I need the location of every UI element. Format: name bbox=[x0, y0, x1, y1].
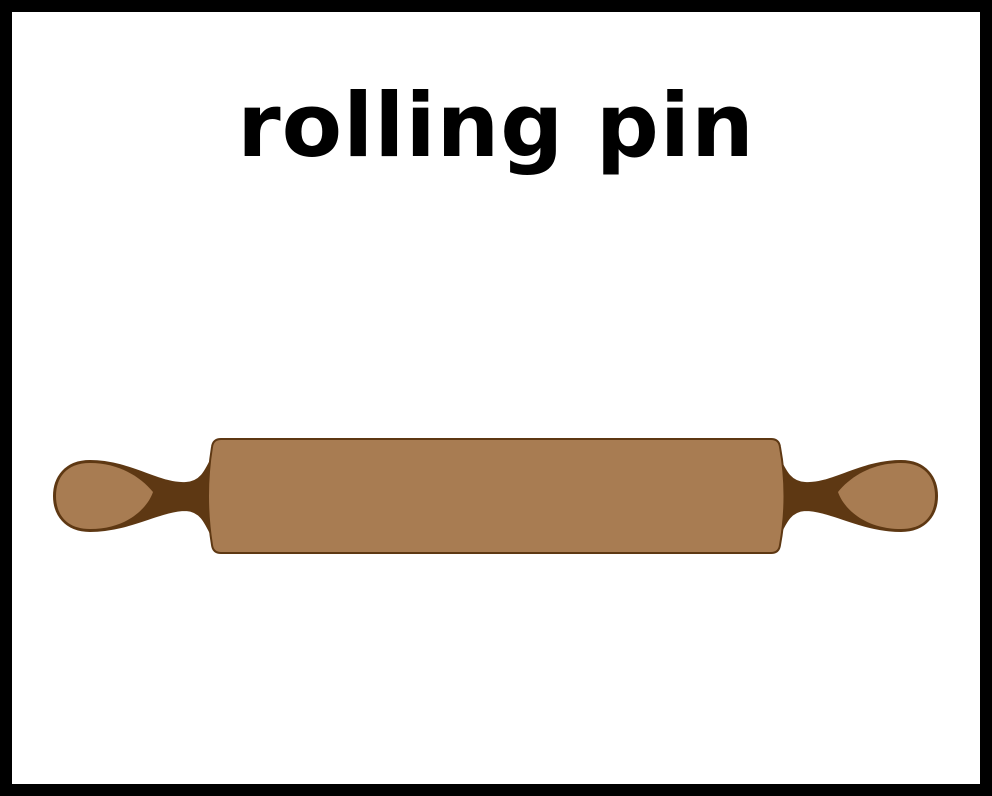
left-handle-knob bbox=[56, 463, 153, 529]
rolling-pin-barrel bbox=[207, 438, 786, 554]
right-handle-knob bbox=[838, 463, 935, 529]
right-handle bbox=[775, 451, 939, 543]
left-handle bbox=[52, 451, 216, 543]
card-title: rolling pin bbox=[237, 74, 755, 177]
